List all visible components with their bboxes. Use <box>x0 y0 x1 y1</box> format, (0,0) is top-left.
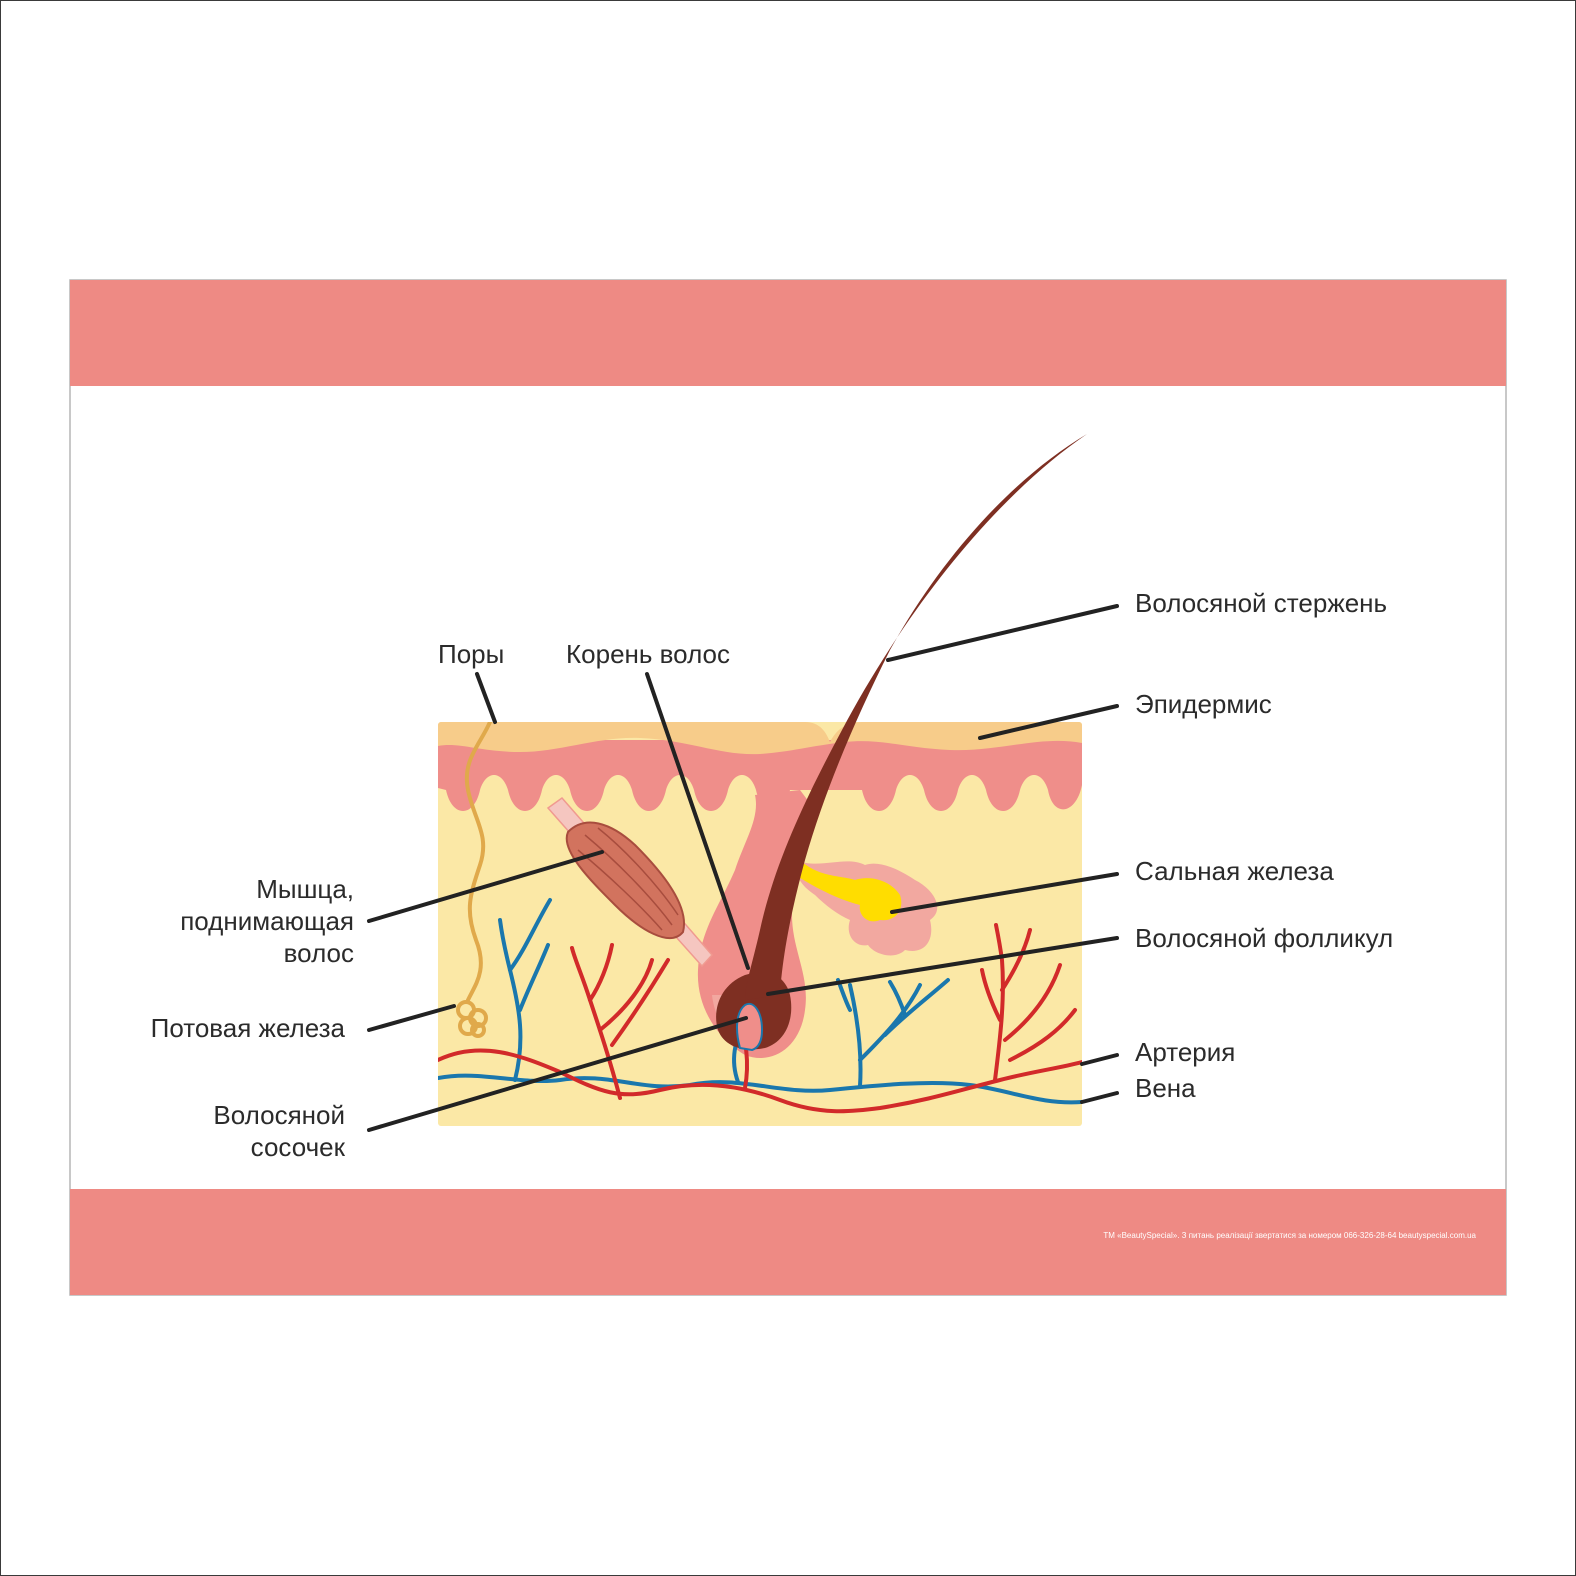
sweat-gland-coil <box>456 1000 488 1038</box>
label-hair-root: Корень волос <box>566 639 730 669</box>
arrector-muscle <box>565 821 686 939</box>
top-band <box>70 280 1506 386</box>
hair-papilla-shape <box>736 1002 764 1052</box>
leader-artery <box>1080 1053 1119 1066</box>
label-epidermis: Эпидермис <box>1135 689 1272 719</box>
leader-hair-shaft <box>886 604 1119 662</box>
label-sweat-gland: Потовая железа <box>151 1013 346 1043</box>
leader-pores <box>475 672 497 724</box>
epidermis-layer <box>438 740 1082 811</box>
label-muscle-line1: Мышца, <box>256 874 354 904</box>
label-papilla-line1: Волосяной <box>213 1100 345 1130</box>
label-hair-shaft: Волосяной стержень <box>1135 588 1387 618</box>
leader-epidermis <box>978 704 1119 740</box>
label-muscle-line3: волос <box>284 938 354 968</box>
label-sebaceous-gland: Сальная железа <box>1135 856 1334 886</box>
leader-lines <box>367 604 1119 1132</box>
label-vein: Вена <box>1135 1073 1196 1103</box>
label-hair-follicle: Волосяной фолликул <box>1135 923 1393 953</box>
leader-vein <box>1080 1091 1119 1104</box>
bottom-band <box>70 1189 1506 1295</box>
leader-muscle <box>367 850 604 923</box>
label-muscle-line2: поднимающая <box>180 906 354 936</box>
labels: Поры Корень волос Волосяной стержень Эпи… <box>151 588 1394 1162</box>
sweat-gland-duct <box>464 722 492 1002</box>
footer-credit: ТМ «BeautySpecial». З питань реалізації … <box>1103 1231 1476 1240</box>
leader-hair-root <box>645 672 750 970</box>
leader-sebaceous <box>890 872 1119 914</box>
label-artery: Артерия <box>1135 1037 1235 1067</box>
leader-follicle <box>766 936 1119 996</box>
leader-papilla <box>367 1016 748 1132</box>
stratum-corneum <box>438 722 1082 755</box>
label-pores: Поры <box>438 639 504 669</box>
leader-sweat-gland <box>367 1004 456 1032</box>
sebum <box>795 855 902 922</box>
label-papilla-line2: сосочек <box>251 1132 346 1162</box>
hair-shaft-shape <box>745 434 1087 1000</box>
